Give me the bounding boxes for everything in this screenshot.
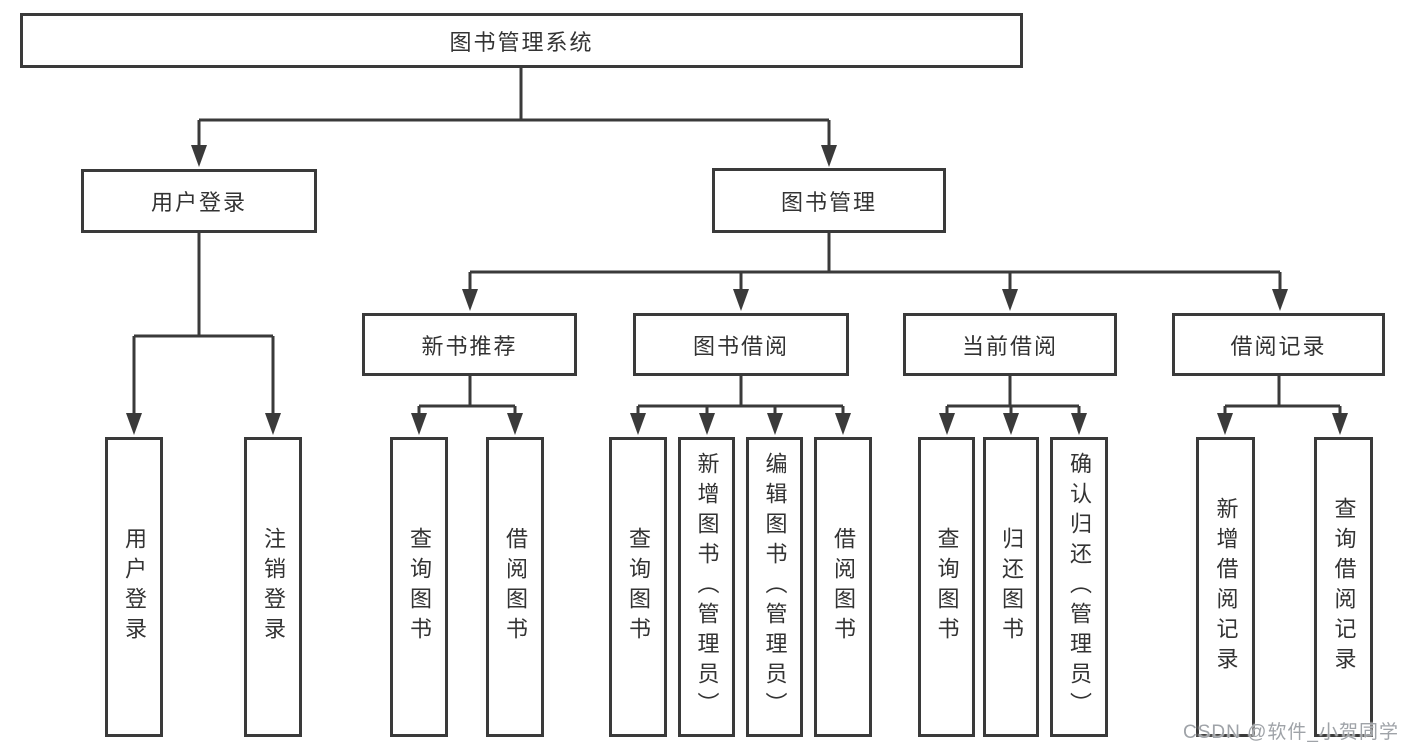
node-book-management-label: 图书管理 [780,189,877,215]
node-borrow-record-label: 借阅记录 [1230,333,1327,359]
leaf-confirm-return-admin-label: 确认归还（管理员） [1067,452,1092,722]
leaf-query-borrow-record-label: 查询借阅记录 [1331,497,1357,677]
leaf-logout: 注销登录 [244,437,302,737]
node-root: 图书管理系统 [20,13,1023,68]
node-user-login: 用户登录 [81,169,317,233]
leaf-logout-label: 注销登录 [261,527,286,647]
node-current-borrow-label: 当前借阅 [961,333,1058,359]
leaf-edit-book-admin: 编辑图书（管理员） [746,437,803,737]
leaf-add-borrow-record: 新增借阅记录 [1196,437,1255,737]
node-current-borrow: 当前借阅 [903,313,1117,376]
leaf-borrow-books-recommend-label: 借阅图书 [503,527,528,647]
leaf-add-borrow-record-label: 新增借阅记录 [1213,497,1239,677]
node-book-borrow-label: 图书借阅 [692,333,789,359]
leaf-query-books-recommend: 查询图书 [390,437,448,737]
leaf-user-login-label: 用户登录 [122,527,147,647]
leaf-add-book-admin-label: 新增图书（管理员） [694,452,720,722]
leaf-add-book-admin: 新增图书（管理员） [678,437,735,737]
leaf-return-book-label: 归还图书 [999,527,1024,647]
csdn-watermark: CSDN @软件_小贺同学 [1183,722,1399,743]
leaf-query-borrow-record: 查询借阅记录 [1314,437,1373,737]
leaf-query-books-current: 查询图书 [918,437,975,737]
node-new-book-recommend: 新书推荐 [362,313,577,376]
node-book-borrow: 图书借阅 [633,313,849,376]
node-user-login-label: 用户登录 [150,190,247,215]
leaf-user-login: 用户登录 [105,437,163,737]
leaf-query-books-recommend-label: 查询图书 [407,527,432,647]
leaf-query-books-borrow-label: 查询图书 [626,527,651,647]
leaf-query-books-borrow: 查询图书 [609,437,667,737]
leaf-borrow-books-recommend: 借阅图书 [486,437,544,737]
leaf-query-books-current-label: 查询图书 [934,527,960,647]
node-root-label: 图书管理系统 [449,29,594,55]
leaf-return-book: 归还图书 [983,437,1039,737]
node-borrow-record: 借阅记录 [1172,313,1385,376]
leaf-borrow-book-label: 借阅图书 [831,527,856,647]
node-book-management: 图书管理 [712,168,946,233]
node-new-book-recommend-label: 新书推荐 [421,333,518,359]
leaf-edit-book-admin-label: 编辑图书（管理员） [762,452,788,722]
leaf-confirm-return-admin: 确认归还（管理员） [1050,437,1108,737]
leaf-borrow-book: 借阅图书 [814,437,872,737]
